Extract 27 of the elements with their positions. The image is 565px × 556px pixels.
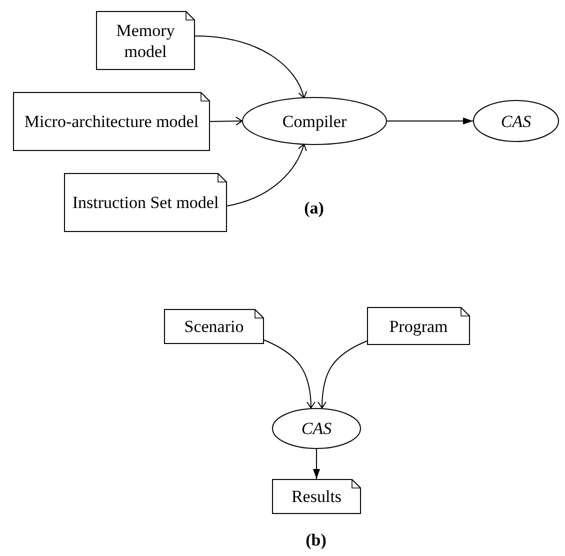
node-label: CAS [500, 110, 532, 132]
node-label: Compiler [281, 110, 348, 132]
arrow [210, 116, 242, 126]
process-ellipse [473, 100, 559, 142]
arrow [318, 340, 368, 408]
subfigure-label: (a) [304, 197, 324, 220]
document-box [367, 307, 470, 345]
document-box [64, 173, 227, 232]
process-ellipse [272, 408, 361, 449]
node-label: Micro-architecture model [23, 111, 200, 132]
arrow [264, 340, 316, 408]
arrow [386, 118, 474, 124]
document-box [164, 309, 264, 344]
node-label: Results [290, 486, 343, 507]
node-label: Memory model [115, 20, 176, 62]
arrow [313, 448, 320, 480]
node-label: Instruction Set model [71, 192, 220, 213]
arrow [226, 144, 306, 206]
node-label: CAS [300, 418, 333, 439]
node-label: Scenario [183, 316, 245, 337]
arrow [194, 36, 307, 98]
node-label: Program [388, 316, 449, 336]
document-box [96, 11, 195, 70]
document-box [272, 479, 361, 514]
document-box [13, 92, 210, 151]
subfigure-label: (b) [306, 529, 326, 552]
process-ellipse [242, 97, 387, 145]
